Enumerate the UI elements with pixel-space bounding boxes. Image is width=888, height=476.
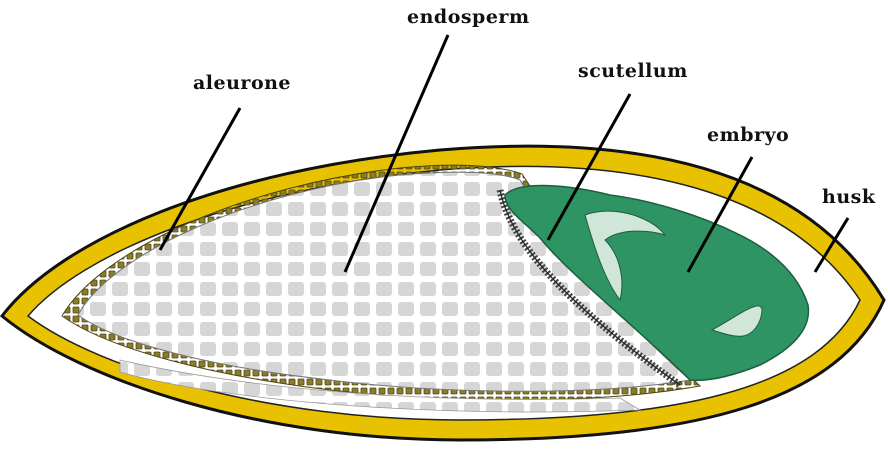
label-scutellum: scutellum bbox=[578, 60, 688, 82]
label-endosperm: endosperm bbox=[407, 6, 530, 28]
label-aleurone: aleurone bbox=[193, 72, 291, 94]
label-embryo: embryo bbox=[707, 124, 789, 146]
label-husk: husk bbox=[822, 186, 876, 208]
